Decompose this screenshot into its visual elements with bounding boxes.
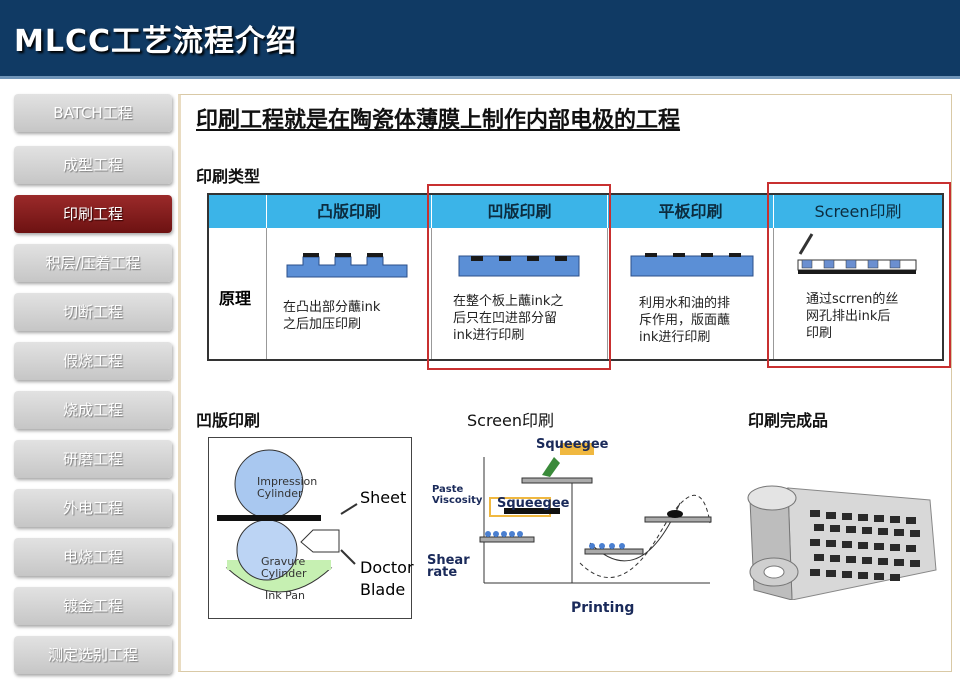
header-relief: 凸版印刷 bbox=[267, 195, 432, 228]
sidebar-item-stacking[interactable]: 积层/压着工程 bbox=[14, 244, 172, 282]
gravure-cylinders bbox=[217, 449, 358, 593]
label-line: Viscosity bbox=[432, 495, 483, 506]
label-line: Blade bbox=[360, 580, 406, 599]
finished-section-label: 印刷完成品 bbox=[748, 411, 829, 430]
label-line: Gravure bbox=[261, 555, 306, 568]
squeegee-label-top: Squeegee bbox=[536, 437, 609, 452]
doctor-blade-label: Doctor Blade bbox=[360, 557, 414, 601]
sidebar-item-plating[interactable]: 镀金工程 bbox=[14, 587, 172, 625]
main-title: 印刷工程就是在陶瓷体薄膜上制作内部电极的工程 bbox=[196, 108, 681, 133]
sidebar-item-grinding[interactable]: 研磨工程 bbox=[14, 440, 172, 478]
sheet-label: Sheet bbox=[360, 488, 407, 507]
desc-line: 后只在凹进部分留 bbox=[453, 311, 558, 326]
gravure-diagram: Impression Cylinder Gravure Cylinder Ink… bbox=[208, 437, 414, 619]
sidebar-item-batch[interactable]: BATCH工程 bbox=[14, 94, 172, 132]
table-corner bbox=[209, 195, 267, 228]
label-line: Cylinder bbox=[261, 567, 307, 580]
squeegee-label-mid: Squeegee bbox=[497, 496, 570, 511]
sidebar-item-forming[interactable]: 成型工程 bbox=[14, 146, 172, 184]
printing-axis-label: Printing bbox=[571, 600, 635, 616]
desc-line: 通过scrren的丝 bbox=[806, 292, 899, 307]
sidebar-item-cutting[interactable]: 切断工程 bbox=[14, 293, 172, 331]
printing-types-table: 凸版印刷 凹版印刷 平板印刷 Screen印刷 原理 在凸出部分蘸ink 之 bbox=[207, 193, 944, 361]
table-divider bbox=[431, 228, 432, 359]
rate-label: rate bbox=[427, 565, 458, 580]
relief-desc: 在凸出部分蘸ink 之后加压印刷 bbox=[283, 299, 380, 333]
row-label-principle: 原理 bbox=[219, 289, 252, 308]
shear-label: Shear bbox=[427, 553, 470, 568]
header-screen: Screen印刷 bbox=[774, 195, 942, 228]
sidebar-item-firing[interactable]: 烧成工程 bbox=[14, 391, 172, 429]
sidebar-item-electrode-firing[interactable]: 电烧工程 bbox=[14, 538, 172, 576]
sidebar-item-testing[interactable]: 测定选别工程 bbox=[14, 636, 172, 674]
desc-line: 在整个板上蘸ink之 bbox=[453, 294, 564, 309]
lithography-desc: 利用水和油的排 斥作用，版面蘸 ink进行印刷 bbox=[639, 295, 730, 346]
gravure-plate-illustration bbox=[458, 255, 580, 277]
sidebar-item-preburn[interactable]: 假烧工程 bbox=[14, 342, 172, 380]
label-line: Doctor bbox=[360, 558, 414, 577]
label-line: Impression bbox=[257, 475, 318, 488]
desc-line: ink进行印刷 bbox=[453, 328, 525, 343]
sidebar-item-printing[interactable]: 印刷工程 bbox=[14, 195, 172, 233]
desc-line: 利用水和油的排 bbox=[639, 296, 731, 311]
ink-pan-label: Ink Pan bbox=[265, 589, 305, 602]
desc-line: 在凸出部分蘸ink bbox=[283, 300, 381, 315]
sidebar-item-external-electrode[interactable]: 外电工程 bbox=[14, 489, 172, 527]
desc-line: 网孔排出ink后 bbox=[806, 309, 891, 324]
header-bar: MLCC工艺流程介绍 bbox=[0, 0, 960, 79]
paste-viscosity-label: Paste Viscosity bbox=[432, 484, 482, 506]
desc-line: 斥作用，版面蘸 bbox=[639, 313, 731, 328]
label-line: Cylinder bbox=[257, 487, 303, 500]
desc-line: 之后加压印刷 bbox=[283, 317, 362, 332]
printed-sheet-roll-image bbox=[747, 485, 937, 600]
lithography-plate-illustration bbox=[630, 253, 754, 277]
header-lithography: 平板印刷 bbox=[608, 195, 774, 228]
screen-printing-process-diagram bbox=[479, 443, 712, 584]
gravure-section-label: 凹版印刷 bbox=[196, 411, 261, 430]
table-divider bbox=[266, 228, 267, 359]
label-line: Paste bbox=[432, 484, 464, 495]
impression-cylinder-label: Impression Cylinder bbox=[257, 476, 317, 500]
header-gravure: 凹版印刷 bbox=[432, 195, 608, 228]
highlight-box-screen bbox=[767, 182, 951, 368]
gravure-desc: 在整个板上蘸ink之 后只在凹进部分留 ink进行印刷 bbox=[453, 293, 563, 344]
relief-plate-illustration bbox=[286, 253, 408, 278]
desc-line: ink进行印刷 bbox=[639, 330, 711, 345]
table-divider bbox=[607, 228, 608, 359]
highlight-box-gravure bbox=[427, 184, 611, 370]
page-header-title: MLCC工艺流程介绍 bbox=[14, 24, 298, 59]
printing-types-label: 印刷类型 bbox=[196, 167, 261, 186]
desc-line: 印刷 bbox=[806, 326, 833, 341]
screen-section-label: Screen印刷 bbox=[467, 411, 555, 430]
table-divider bbox=[773, 228, 774, 359]
screen-desc: 通过scrren的丝 网孔排出ink后 印刷 bbox=[806, 291, 898, 342]
screen-printing-illustration bbox=[797, 233, 917, 274]
gravure-cylinder-label: Gravure Cylinder bbox=[261, 556, 307, 580]
